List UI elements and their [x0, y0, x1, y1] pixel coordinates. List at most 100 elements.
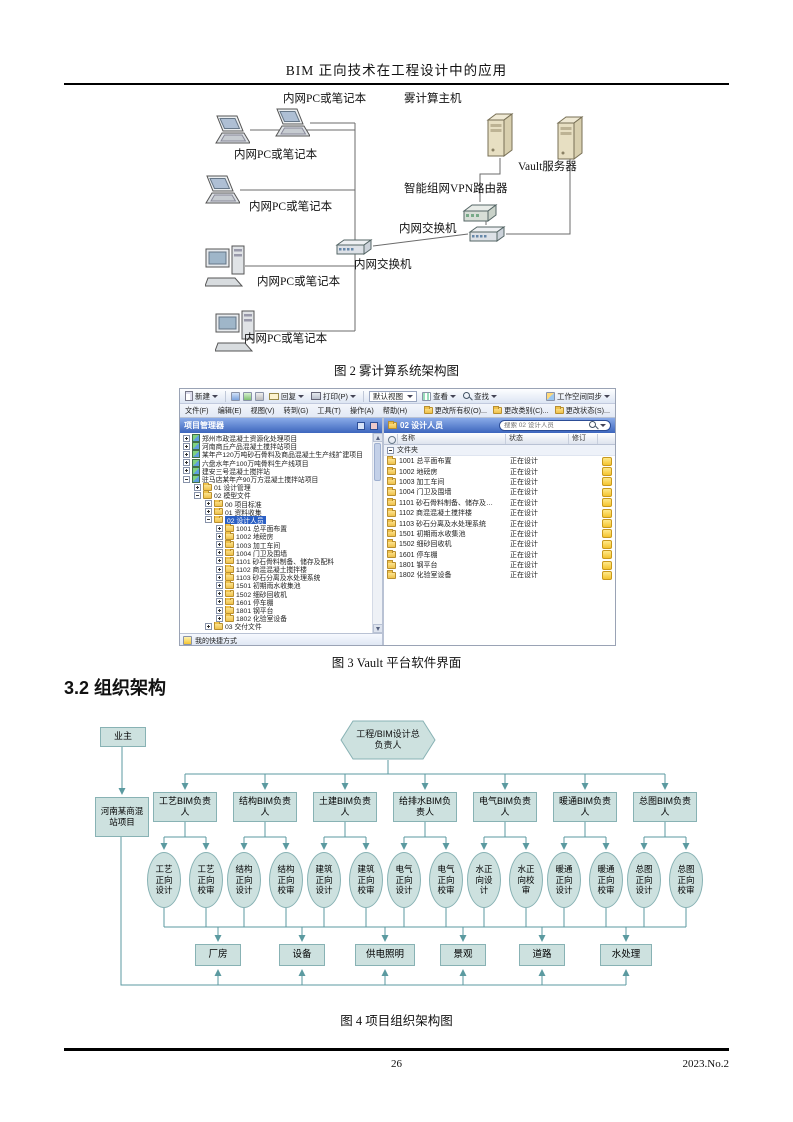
expand-icon[interactable] [216, 590, 223, 598]
file-row[interactable]: 1102 商混混凝土搅拌楼 正在设计 [384, 508, 615, 518]
expand-icon[interactable] [205, 500, 212, 508]
tree-item-design-folder[interactable]: 1001 总平面布置 [181, 524, 371, 532]
menu-item[interactable]: 工具(T) [317, 405, 341, 415]
tree-item-design-folder[interactable]: 1601 停车棚 [181, 597, 371, 606]
close-icon[interactable] [370, 421, 378, 430]
expand-icon[interactable] [216, 581, 223, 589]
tree-item-project[interactable]: 郑州市政混凝土资源化处理项目 [181, 434, 371, 442]
expand-icon[interactable] [216, 524, 223, 532]
tree-item-project[interactable]: 六盘水年产100万吨骨料生产线项目 [181, 458, 371, 467]
column-status[interactable]: 状态 [509, 433, 569, 444]
file-name: 1801 钢平台 [399, 562, 438, 570]
print-button[interactable]: 打印(P) [309, 390, 358, 402]
file-row[interactable]: 1002 地磅房 正在设计 [384, 466, 615, 477]
tree-item-project[interactable]: 某年产120万吨砂石骨料及商品混凝土生产线扩建项目 [181, 450, 371, 459]
column-revision[interactable]: 修订 [572, 433, 598, 444]
expand-icon[interactable] [216, 532, 223, 540]
tree-item-project[interactable]: 河南商丘产品混凝土搅拌站项目 [181, 442, 371, 450]
expand-icon[interactable] [205, 622, 212, 630]
find-button[interactable]: 查找 [461, 390, 499, 402]
menu-item[interactable]: 帮助(H) [382, 405, 408, 415]
view-button[interactable]: 查看 [420, 390, 458, 402]
file-row[interactable]: 1001 总平面布置 正在设计 [384, 456, 615, 466]
toolbar-separator [225, 390, 226, 402]
tree-item-design-folder[interactable]: 1502 细砂回收机 [181, 589, 371, 598]
action-button[interactable]: 更改状态(S)... [554, 405, 610, 416]
file-row[interactable]: 1601 停车棚 正在设计 [384, 549, 615, 560]
folder-icon [225, 548, 234, 557]
file-row[interactable]: 1004 门卫及围墙 正在设计 [384, 487, 615, 497]
type-column-icon[interactable] [386, 433, 398, 444]
menu-item[interactable]: 转到(G) [283, 405, 309, 415]
expand-icon[interactable] [216, 565, 223, 573]
tree-item-design-folder[interactable]: 1501 初期雨水收集池 [181, 581, 371, 590]
tree-item-folder[interactable]: 00 项目标准 [181, 499, 371, 508]
expand-icon[interactable] [183, 450, 190, 458]
org-role: 结构正向设计 [227, 852, 261, 908]
undo-check-out-icon-button[interactable] [255, 391, 264, 401]
expand-icon[interactable] [216, 598, 223, 606]
expand-icon[interactable] [216, 614, 223, 622]
expand-icon[interactable] [183, 467, 190, 475]
file-row[interactable]: 1801 钢平台 正在设计 [384, 560, 615, 570]
expand-icon[interactable] [205, 508, 212, 516]
expand-icon[interactable] [216, 541, 223, 549]
tree-item-design-folder[interactable]: 1002 地磅房 [181, 532, 371, 540]
search-box[interactable] [499, 420, 611, 431]
file-row[interactable]: 1802 化验室设备 正在设计 [384, 570, 615, 580]
menu-item[interactable]: 操作(A) [349, 405, 374, 415]
column-name[interactable]: 名称 [401, 433, 506, 444]
tree-scrollbar[interactable] [372, 433, 382, 633]
collapse-icon[interactable] [194, 491, 201, 499]
action-button[interactable]: 更改所有权(O)... [423, 405, 487, 416]
tree-item-project[interactable]: 建安三号混凝土搅拌站 [181, 466, 371, 475]
tree-item-folder-selected[interactable]: 02 设计人员 [181, 515, 371, 525]
expand-icon[interactable] [216, 549, 223, 557]
expand-icon[interactable] [183, 442, 190, 450]
tree-item-folder[interactable]: 01 设计管理 [181, 483, 371, 491]
file-row[interactable]: 1502 细砂回收机 正在设计 [384, 539, 615, 549]
expand-icon[interactable] [183, 434, 190, 442]
tree-item-design-folder[interactable]: 1103 砂石分离及水处理系统 [181, 573, 371, 581]
tree-item-design-folder[interactable]: 1003 加工车间 [181, 540, 371, 549]
scroll-up-icon[interactable] [373, 433, 382, 442]
tree-item-design-folder[interactable]: 1801 钢平台 [181, 605, 371, 614]
default-view-combo[interactable]: 默认视图 [369, 390, 417, 402]
expand-icon[interactable] [183, 459, 190, 467]
pin-icon[interactable] [357, 421, 365, 430]
reply-button[interactable]: 回复 [267, 390, 306, 402]
menu-item[interactable]: 文件(F) [185, 405, 209, 415]
check-in-icon-button[interactable] [243, 391, 252, 401]
file-row[interactable]: 1103 砂石分离及水处理系统 正在设计 [384, 518, 615, 529]
tree-item-design-folder[interactable]: 1102 商混混凝土搅拌楼 [181, 565, 371, 573]
collapse-icon[interactable] [205, 516, 212, 524]
tree-item-design-folder[interactable]: 1802 化验室设备 [181, 614, 371, 622]
file-row[interactable]: 1501 初期雨水收集池 正在设计 [384, 528, 615, 539]
action-button[interactable]: 更改类别(C)... [492, 405, 549, 416]
tree-item-folder[interactable]: 03 交付文件 [181, 622, 371, 631]
expand-icon[interactable] [216, 573, 223, 581]
tree-item-folder[interactable]: 02 模型文件 [181, 491, 371, 500]
menu-item[interactable]: 视图(V) [250, 405, 275, 415]
tree-item-design-folder[interactable]: 1004 门卫及围墙 [181, 548, 371, 557]
file-row[interactable]: 1003 加工车间 正在设计 [384, 476, 615, 487]
shortcuts-bar[interactable]: 我的快捷方式 [180, 633, 382, 645]
menu-item[interactable]: 编辑(E) [217, 405, 242, 415]
collapse-icon[interactable] [183, 475, 190, 483]
collapse-icon[interactable] [387, 446, 394, 454]
label-switch: 内网交换机 [354, 259, 412, 271]
workspace-sync-button[interactable]: 工作空间同步 [544, 390, 612, 402]
scroll-down-icon[interactable] [373, 624, 382, 633]
expand-icon[interactable] [216, 557, 223, 565]
group-row-folders[interactable]: 文件夹 [384, 445, 615, 456]
file-row[interactable]: 1101 砂石骨料制备、储存及… 正在设计 [384, 497, 615, 508]
tree-item-folder[interactable]: 01 资料收集 [181, 507, 371, 516]
search-input[interactable] [504, 422, 587, 429]
new-button[interactable]: 新建 [183, 390, 220, 402]
expand-icon[interactable] [194, 483, 201, 491]
tree-item-project-open[interactable]: 驻马店某年产90万方混凝土搅拌站项目 [181, 475, 371, 483]
tree-item-design-folder[interactable]: 1101 砂石骨料制备、储存及配料 [181, 556, 371, 565]
check-out-icon-button[interactable] [231, 391, 240, 401]
expand-icon[interactable] [216, 606, 223, 614]
scroll-thumb[interactable] [374, 443, 381, 481]
